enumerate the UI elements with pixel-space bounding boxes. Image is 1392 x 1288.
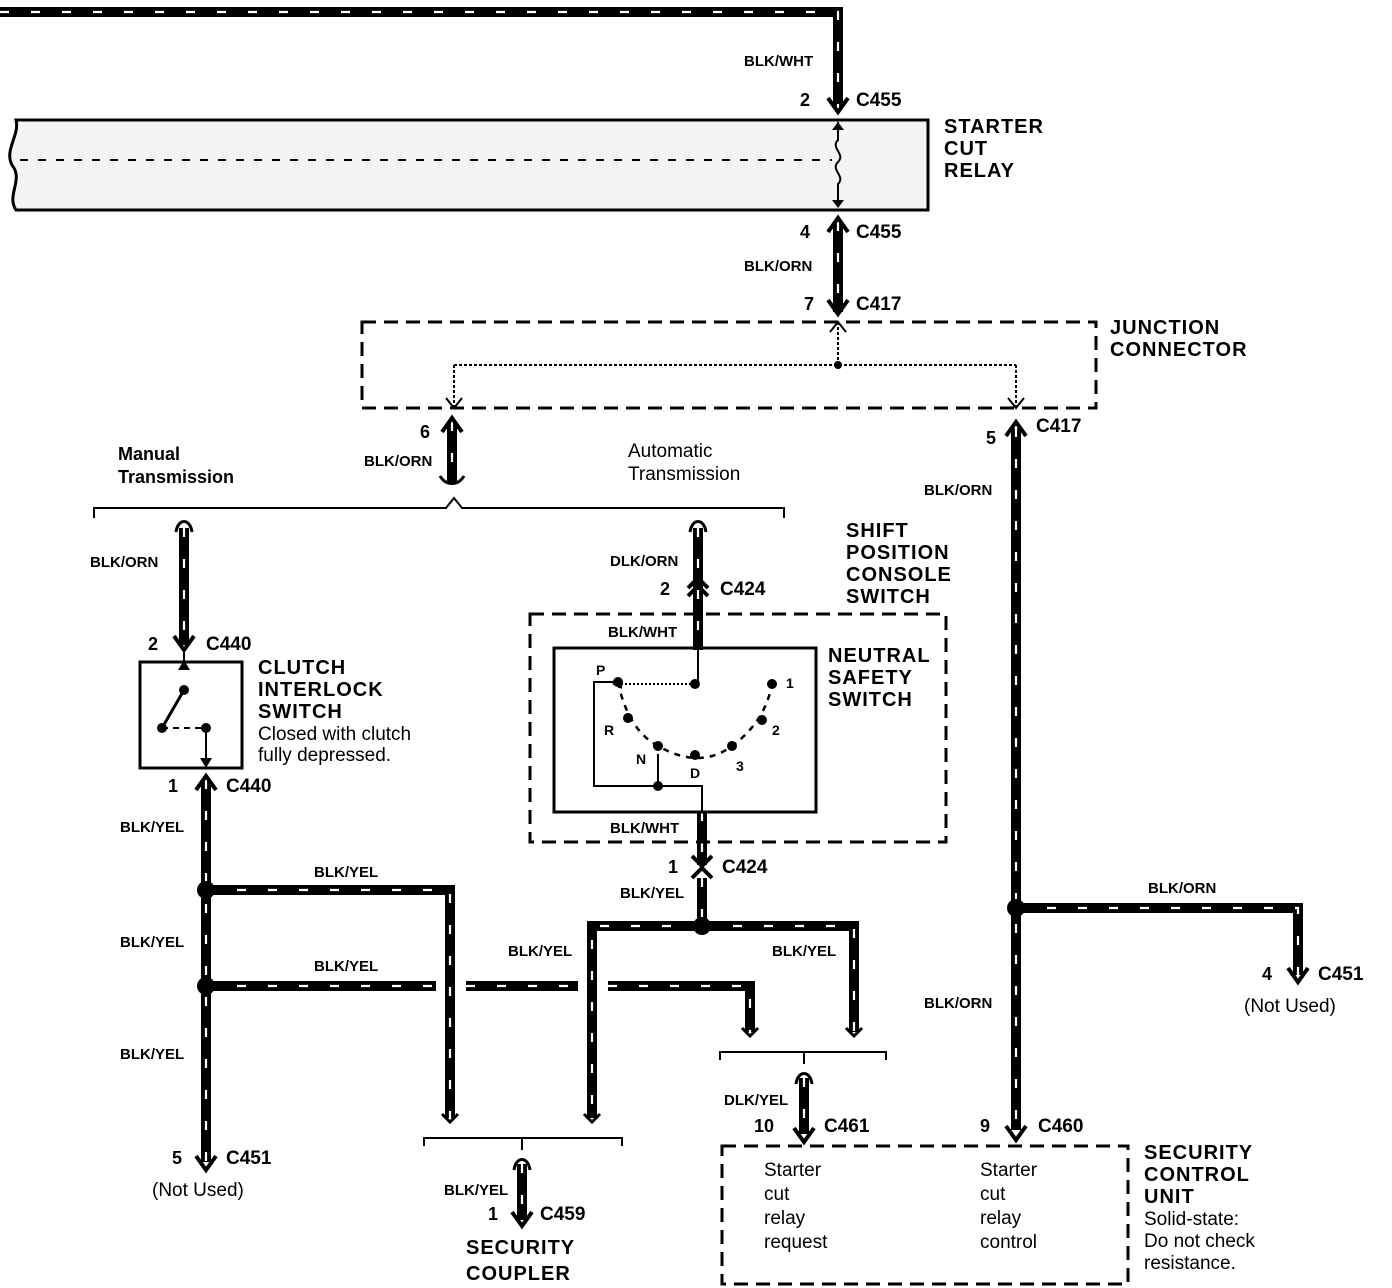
scu-right-terminal: Starter cut relay control	[980, 1160, 1042, 1253]
wire-label-left-branch1: BLK/YEL	[314, 864, 378, 881]
shift-position-console-switch	[528, 612, 948, 844]
svg-text:C461: C461	[824, 1116, 870, 1137]
splice-right	[1007, 899, 1025, 917]
wire-label-left-vert2: BLK/YEL	[120, 934, 184, 951]
wire-label-mid-branch: BLK/YEL	[508, 943, 572, 960]
svg-text:C460: C460	[1038, 1116, 1083, 1137]
clutch-interlock-switch	[138, 650, 244, 770]
svg-text:2: 2	[800, 90, 810, 110]
svg-text:D: D	[690, 765, 700, 781]
starter-cut-relay-label: STARTER CUT RELAY	[944, 116, 1051, 182]
svg-text:5: 5	[986, 428, 996, 448]
wire-label-junction-left: BLK/ORN	[364, 453, 432, 470]
svg-text:2: 2	[148, 634, 158, 654]
wire-label-nss-out: BLK/WHT	[610, 820, 679, 837]
scu-left-terminal: Starter cut relay request	[764, 1160, 828, 1253]
security-control-unit-label: SECURITY CONTROL UNIT	[1144, 1142, 1259, 1208]
svg-text:1: 1	[786, 675, 794, 691]
svg-text:4: 4	[1262, 964, 1272, 984]
wire-label-right-lower: BLK/ORN	[924, 995, 992, 1012]
splice-left-2	[197, 977, 215, 995]
svg-text:C451: C451	[226, 1148, 272, 1169]
svg-text:10: 10	[754, 1116, 774, 1136]
svg-text:C424: C424	[720, 579, 766, 600]
wire-label-c461-in: DLK/YEL	[724, 1092, 788, 1109]
wire-label-junction-right: BLK/ORN	[924, 482, 992, 499]
svg-text:1: 1	[668, 857, 678, 877]
svg-text:6: 6	[420, 422, 430, 442]
svg-text:C417: C417	[1036, 416, 1081, 437]
svg-text:3: 3	[736, 758, 744, 774]
svg-text:R: R	[604, 722, 614, 738]
svg-text:1: 1	[488, 1204, 498, 1224]
svg-text:C417: C417	[856, 294, 901, 315]
svg-text:C459: C459	[540, 1204, 585, 1225]
svg-text:C455: C455	[856, 222, 902, 243]
svg-text:N: N	[636, 751, 646, 767]
neutral-safety-switch-label: NEUTRAL SAFETY SWITCH	[828, 645, 937, 711]
wire-label-relay-out: BLK/ORN	[744, 258, 812, 275]
scu-note: Solid-state: Do not check resistance.	[1144, 1209, 1260, 1274]
wire-label-clutch-out: BLK/YEL	[120, 819, 184, 836]
svg-text:2: 2	[660, 579, 670, 599]
junction-connector-label: JUNCTION CONNECTOR	[1110, 317, 1248, 361]
svg-text:C455: C455	[856, 90, 902, 111]
manual-transmission-label: Manual Transmission	[118, 444, 234, 487]
wire-label-left-branch2: BLK/YEL	[314, 958, 378, 975]
svg-text:5: 5	[172, 1148, 182, 1168]
wire-label-right-branch: BLK/YEL	[772, 943, 836, 960]
wire-label-c459-in: BLK/YEL	[444, 1182, 508, 1199]
wire-label-right-top: BLK/ORN	[1148, 880, 1216, 897]
wire-label-manual-in: BLK/ORN	[90, 554, 158, 571]
wire-label-auto-in: DLK/ORN	[610, 553, 678, 570]
security-coupler-label: SECURITY COUPLER	[466, 1237, 581, 1285]
junction-connector	[360, 320, 1098, 410]
braces	[93, 496, 887, 1150]
wire-label-top: BLK/WHT	[744, 53, 813, 70]
svg-text:7: 7	[804, 294, 814, 314]
wire-mid-branch	[587, 921, 702, 1118]
wire-label-left-vert3: BLK/YEL	[120, 1046, 184, 1063]
wire-top-feed	[0, 7, 843, 108]
labels: BLK/WHT BLK/ORN BLK/ORN BLK/ORN BLK/ORN …	[90, 53, 1364, 1285]
wire-left-branch2	[206, 981, 755, 1032]
svg-text:C440: C440	[206, 634, 251, 655]
svg-text:P: P	[596, 662, 605, 678]
svg-text:(Not Used): (Not Used)	[152, 1180, 244, 1201]
wire-label-c424-out: BLK/YEL	[620, 885, 684, 902]
wire-right-yel-branch	[702, 921, 859, 1032]
svg-text:9: 9	[980, 1116, 990, 1136]
security-control-unit-box	[720, 1144, 1130, 1286]
starter-cut-relay	[8, 118, 930, 212]
shift-position-console-switch-label: SHIFT POSITION CONSOLE SWITCH	[846, 520, 958, 608]
svg-text:C451: C451	[1318, 964, 1364, 985]
svg-text:4: 4	[800, 222, 810, 242]
splice-left-1	[197, 881, 215, 899]
splice-mid	[693, 917, 711, 935]
svg-text:1: 1	[168, 776, 178, 796]
splices	[197, 881, 1025, 995]
svg-text:C424: C424	[722, 857, 768, 878]
wire-left-branch1	[206, 885, 455, 1118]
svg-text:(Not Used): (Not Used)	[1244, 996, 1336, 1017]
svg-text:C440: C440	[226, 776, 271, 797]
clutch-interlock-switch-label: CLUTCH INTERLOCK SWITCH	[258, 657, 390, 723]
wire-right-branch	[1016, 903, 1303, 975]
svg-text:2: 2	[772, 722, 780, 738]
automatic-transmission-label: Automatic Transmission	[628, 441, 740, 485]
wire-label-nss-in: BLK/WHT	[608, 624, 677, 641]
connector-glyphs	[172, 96, 1310, 1230]
wires	[0, 7, 1303, 1220]
clutch-note: Closed with clutch fully depressed.	[258, 724, 416, 766]
